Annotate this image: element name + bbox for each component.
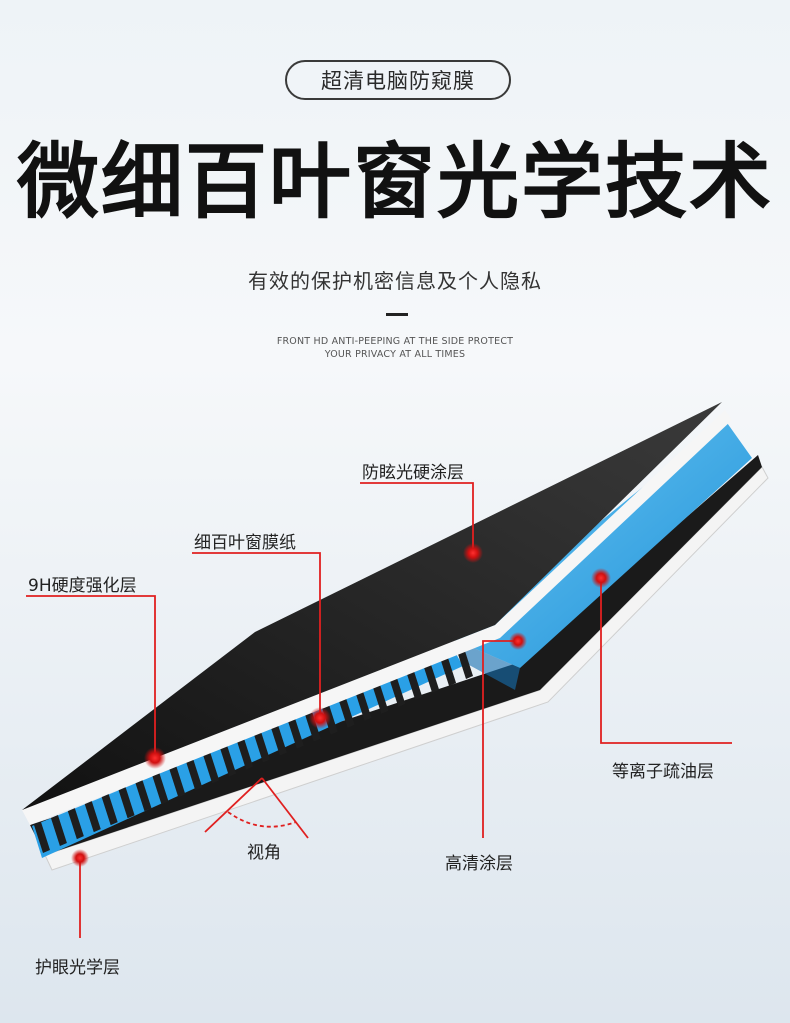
louver-slat xyxy=(84,801,101,833)
louver-slat xyxy=(34,822,50,853)
label-plasma-oil: 等离子疏油层 xyxy=(612,762,714,782)
label-hd-coating: 高清涂层 xyxy=(445,854,513,874)
marker-dots xyxy=(71,543,611,867)
leader-hd-coating xyxy=(482,640,518,838)
product-badge-text: 超清电脑防窥膜 xyxy=(321,69,475,93)
product-badge: 超清电脑防窥膜 xyxy=(285,60,511,100)
dot-hardness xyxy=(144,747,166,769)
angle-ray-left xyxy=(204,777,263,833)
louver-slat xyxy=(423,661,440,693)
louver-slat xyxy=(457,648,473,679)
louver-slat xyxy=(101,794,118,826)
louver-slat xyxy=(152,773,169,805)
leader-louver-film xyxy=(192,552,321,718)
english-caption: FRONT HD ANTI-PEEPING AT THE SIDE PROTEC… xyxy=(0,335,790,361)
louver-slat xyxy=(287,717,304,749)
louver-slat xyxy=(440,654,457,686)
headline: 微细百叶窗光学技术 xyxy=(16,135,773,230)
angle-arc xyxy=(227,811,297,828)
leader-plasma-oil xyxy=(600,578,732,744)
louver-slat xyxy=(118,787,135,819)
top-plate xyxy=(22,402,722,810)
divider xyxy=(386,313,408,316)
label-viewing-angle: 视角 xyxy=(247,843,281,863)
leader-anti-glare xyxy=(360,482,474,553)
louver-slat xyxy=(220,745,237,777)
subline: 有效的保护机密信息及个人隐私 xyxy=(248,269,542,293)
dot-anti-glare xyxy=(463,543,483,563)
dot-plasma-oil xyxy=(591,568,611,588)
louver-slat xyxy=(203,752,220,784)
louver-slat xyxy=(50,815,67,847)
leader-lines xyxy=(26,482,732,938)
louver-slat xyxy=(372,682,389,714)
louver-slat xyxy=(135,780,152,812)
label-eye-care: 护眼光学层 xyxy=(35,958,120,978)
dot-hd-coating xyxy=(509,632,527,650)
label-hardness: 9H硬度强化层 xyxy=(28,576,137,596)
separator-white xyxy=(22,410,732,825)
louver-slat xyxy=(338,696,355,728)
louver-slats xyxy=(32,648,473,858)
dot-louver-film xyxy=(309,707,331,729)
louver-slat xyxy=(253,731,270,763)
blue-section-shade xyxy=(455,640,520,690)
louver-slat xyxy=(389,675,406,707)
louver-slat xyxy=(355,689,372,721)
louver-slat xyxy=(67,808,84,840)
dot-eye-care xyxy=(71,849,89,867)
louver-slat xyxy=(270,724,287,756)
louver-slat xyxy=(406,668,423,700)
angle-ray-right xyxy=(261,777,309,839)
english-line-2: YOUR PRIVACY AT ALL TIMES xyxy=(324,349,466,360)
louver-slat xyxy=(186,759,203,791)
label-anti-glare: 防眩光硬涂层 xyxy=(362,463,464,483)
louver-slat xyxy=(237,738,254,770)
louver-slat xyxy=(169,766,186,798)
label-louver-film: 细百叶窗膜纸 xyxy=(194,533,296,553)
leader-hardness xyxy=(26,595,156,758)
english-line-1: FRONT HD ANTI-PEEPING AT THE SIDE PROTEC… xyxy=(276,336,514,347)
